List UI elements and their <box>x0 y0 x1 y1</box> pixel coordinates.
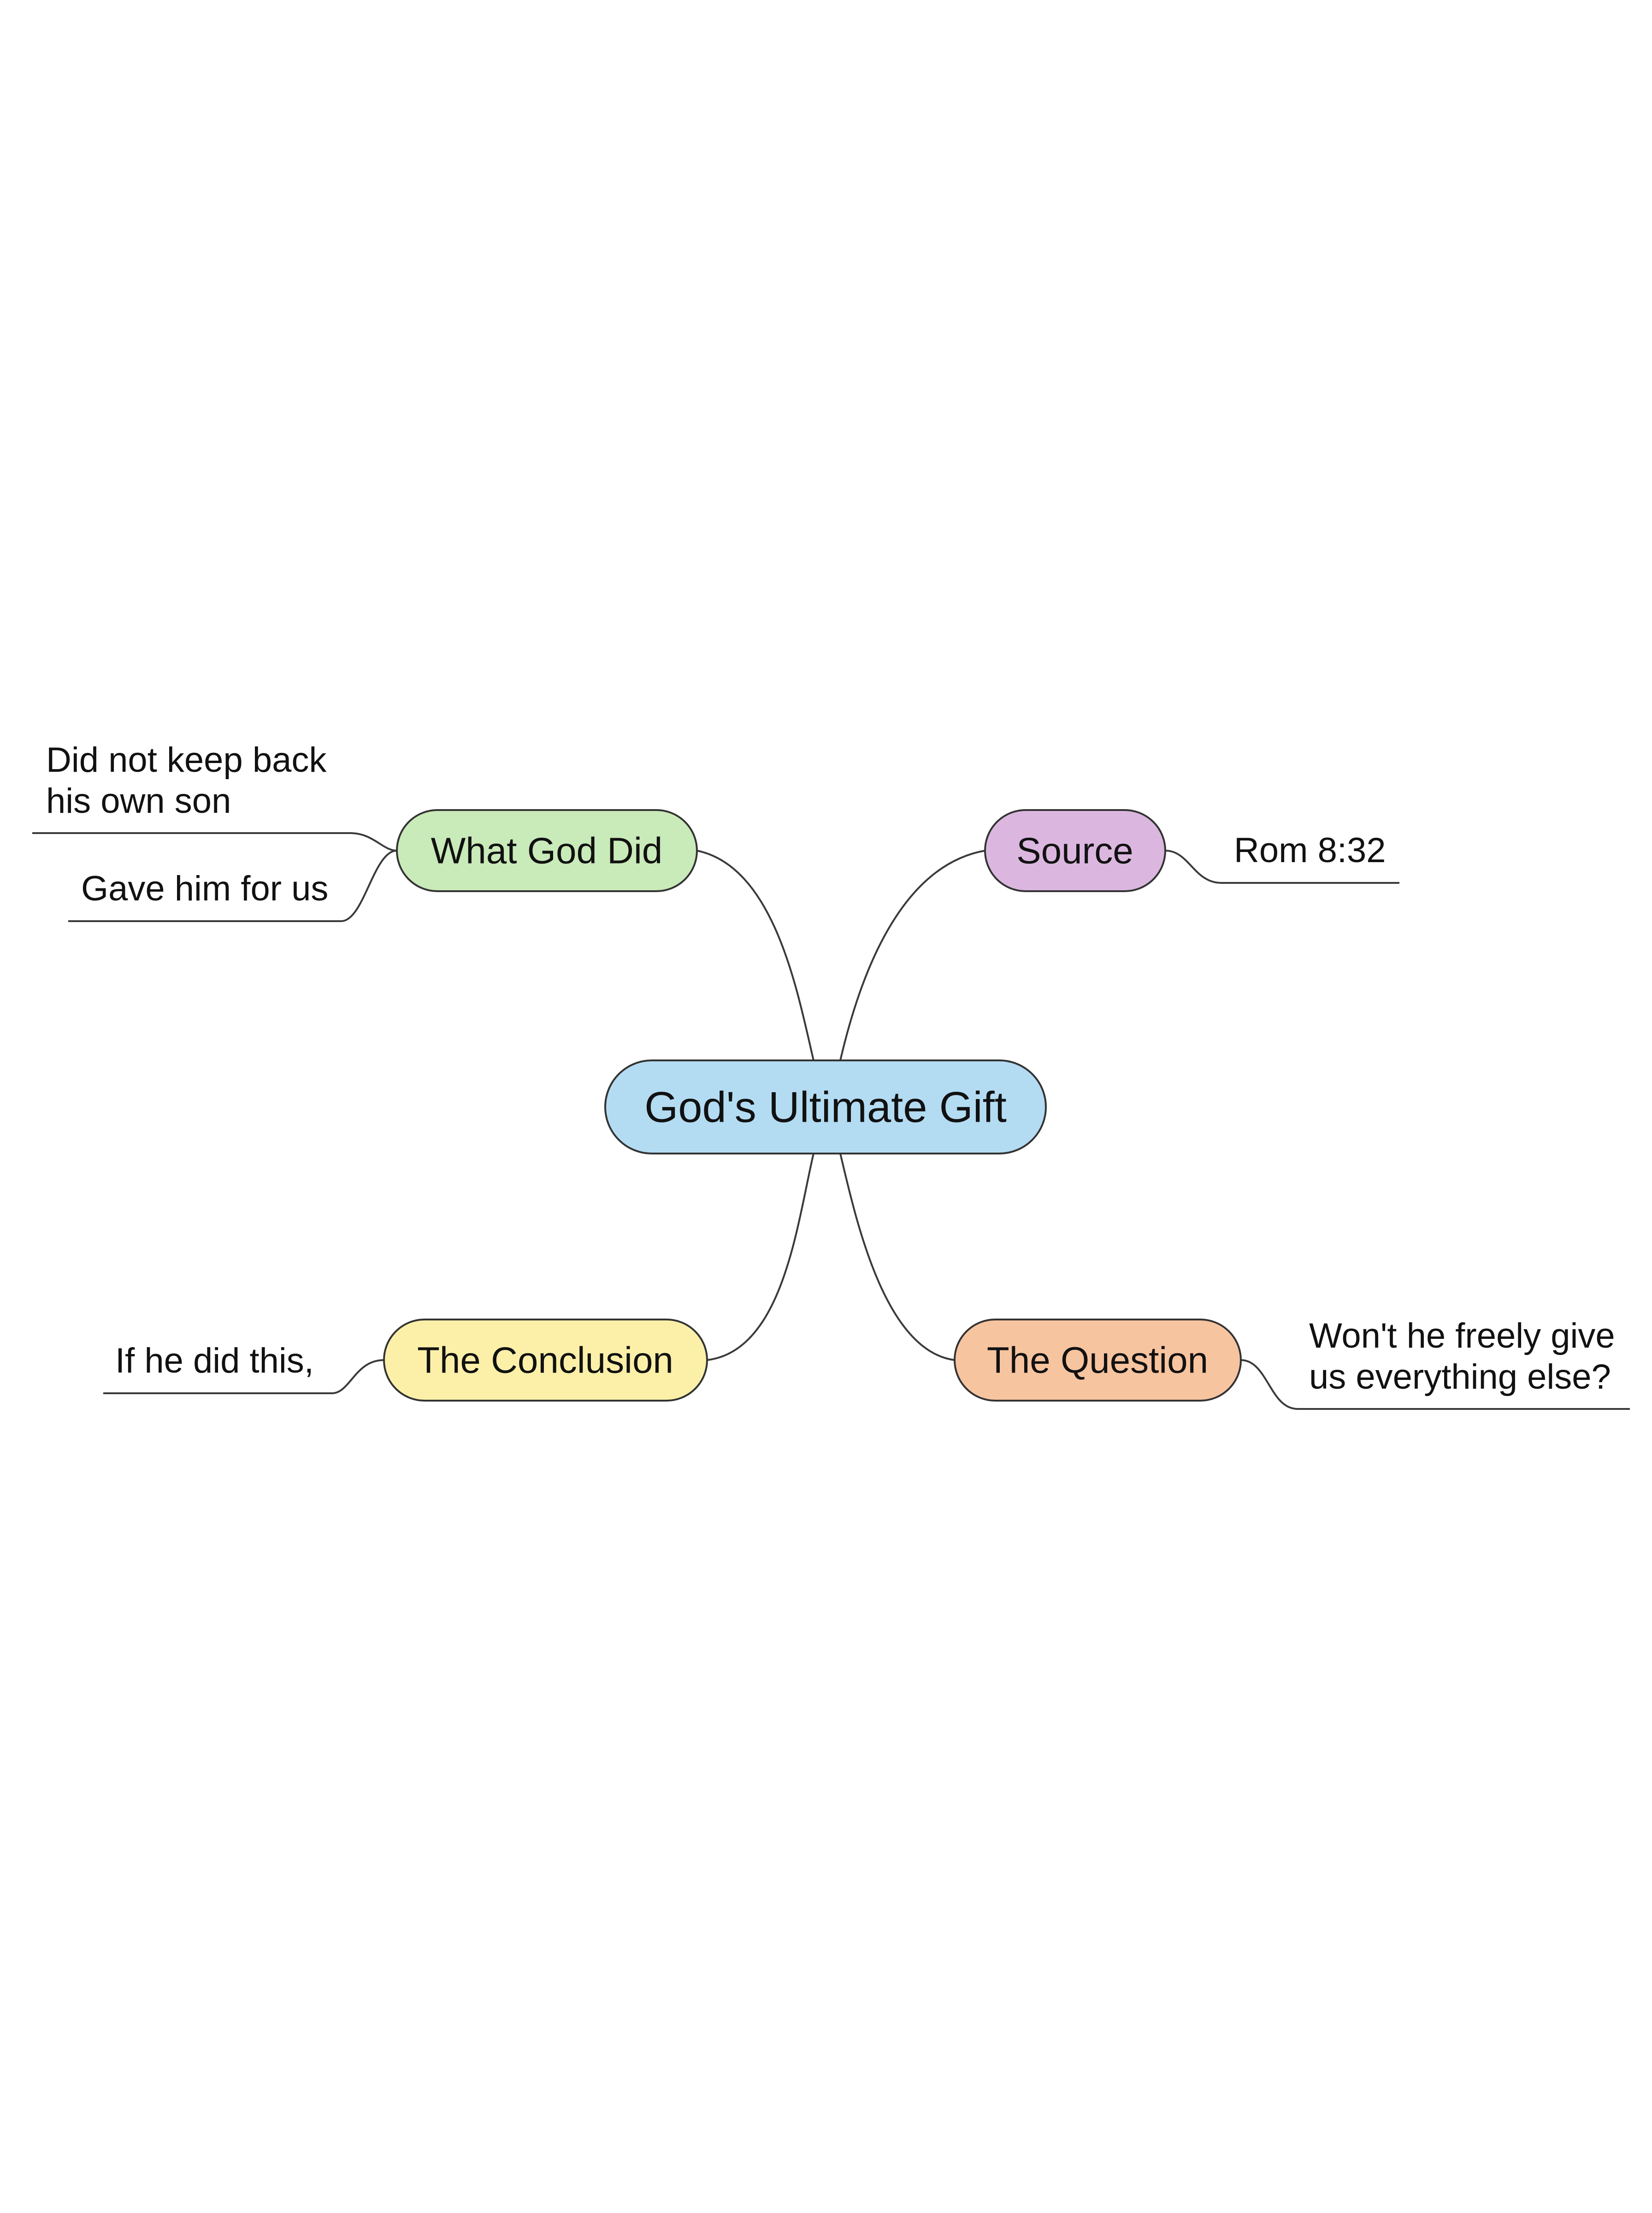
branch-node-source[interactable]: Source <box>984 809 1166 892</box>
branch-node-source-box <box>984 809 1166 892</box>
edge-what-god-did-to-leaf-2 <box>68 850 397 922</box>
branch-node-source-label: Source <box>1016 830 1133 871</box>
edge-what-god-did-to-leaf-1 <box>32 832 397 852</box>
leaf-what-god-did-2[interactable]: Gave him for us <box>81 869 328 908</box>
leaf-conclusion-1[interactable]: If he did this, <box>115 1341 314 1380</box>
edge-conclusion-to-leaf-1 <box>103 1359 384 1394</box>
branch-node-conclusion-label: The Conclusion <box>417 1340 673 1381</box>
leaf-source-1[interactable]: Rom 8:32 <box>1234 831 1386 870</box>
edge-root-to-source <box>839 850 985 1061</box>
root-node[interactable]: God's Ultimate Gift <box>604 1059 1047 1154</box>
branch-node-what-god-did-box <box>396 809 698 892</box>
branch-node-question-label: The Question <box>987 1340 1208 1381</box>
leaf-what-god-did-2-line-1: Gave him for us <box>81 869 328 908</box>
edge-root-to-question <box>839 1153 955 1361</box>
leaf-question-1[interactable]: Won't he freely give us everything else? <box>1309 1316 1615 1396</box>
leaf-what-god-did-1[interactable]: Did not keep back his own son <box>46 740 327 821</box>
branch-node-conclusion-box <box>383 1319 708 1402</box>
edge-root-to-conclusion <box>707 1153 814 1361</box>
edge-root-to-what-god-did <box>696 850 814 1061</box>
root-node-label: God's Ultimate Gift <box>644 1083 1007 1131</box>
leaf-question-1-line-1: Won't he freely give <box>1309 1316 1615 1355</box>
root-node-box <box>604 1059 1047 1154</box>
branch-node-what-god-did-label: What God Did <box>431 830 662 871</box>
edge-question-to-leaf-1 <box>1240 1359 1630 1410</box>
leaf-conclusion-1-line-1: If he did this, <box>115 1341 314 1380</box>
leaf-source-1-line-1: Rom 8:32 <box>1234 831 1386 870</box>
branch-node-conclusion[interactable]: The Conclusion <box>383 1319 708 1402</box>
edge-source-to-leaf-1 <box>1165 850 1399 884</box>
branch-node-question[interactable]: The Question <box>954 1319 1242 1402</box>
leaf-what-god-did-1-line-2: his own son <box>46 781 231 821</box>
branch-node-what-god-did[interactable]: What God Did <box>396 809 698 892</box>
branch-node-question-box <box>954 1319 1242 1402</box>
leaf-what-god-did-1-line-1: Did not keep back <box>46 740 327 780</box>
leaf-question-1-line-2: us everything else? <box>1309 1357 1611 1396</box>
